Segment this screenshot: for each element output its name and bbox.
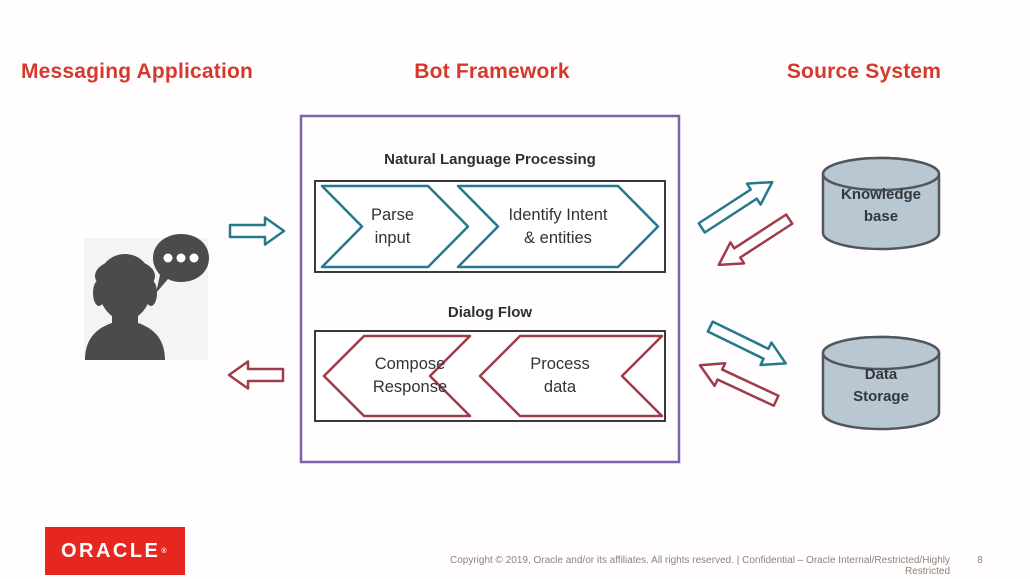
registered-mark: ®	[161, 547, 170, 555]
heading-source-system: Source System	[786, 60, 942, 83]
compose-response-label: Compose Response	[372, 355, 448, 396]
dialog-flow-title: Dialog Flow	[447, 304, 533, 321]
bot-framework-box	[299, 114, 681, 464]
page-number: 8	[977, 555, 983, 566]
process-data-label: Process data	[530, 355, 590, 396]
heading-bot-framework: Bot Framework	[414, 60, 570, 83]
nlp-title: Natural Language Processing	[384, 151, 596, 168]
speech-bubble-icon	[153, 234, 209, 293]
chevron-process-data	[478, 334, 664, 418]
chevron-compose-response	[322, 334, 472, 418]
copyright-text: Copyright © 2019, Oracle and/or its affi…	[449, 555, 950, 577]
knowledge-base-cylinder-icon	[821, 156, 941, 251]
oracle-logo-text: ORACLE	[60, 539, 161, 562]
data-storage-cylinder-icon	[821, 335, 941, 431]
data-storage-label: Data Storage	[853, 366, 909, 405]
oracle-logo: ORACLE ®	[45, 527, 185, 575]
arrow-right-icon	[228, 216, 286, 246]
chevron-identify-intent	[456, 184, 660, 269]
arrow-left-icon	[227, 360, 285, 390]
chevron-parse-input	[320, 184, 470, 269]
parse-input-label: Parse input	[370, 205, 415, 247]
identify-intent-label: Identify Intent & entities	[508, 205, 608, 247]
heading-messaging-application: Messaging Application	[20, 60, 254, 83]
knowledge-base-label: Knowledge base	[840, 186, 921, 225]
